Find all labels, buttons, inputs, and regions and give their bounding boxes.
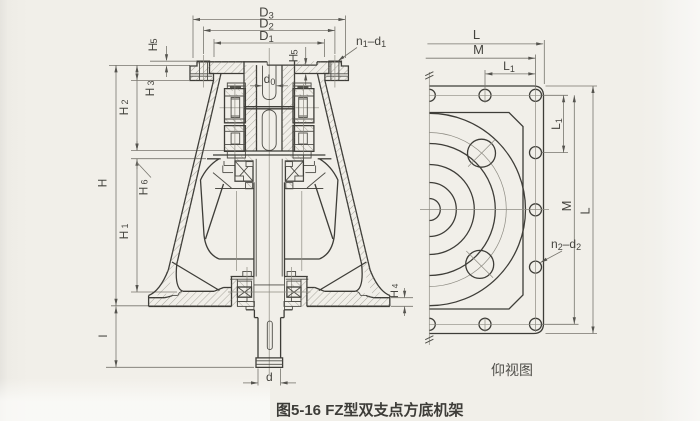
- svg-text:n1–d1: n1–d1: [356, 34, 386, 49]
- svg-text:H: H: [146, 43, 160, 52]
- svg-text:D1: D1: [259, 28, 274, 45]
- svg-text:D3: D3: [259, 5, 274, 22]
- svg-text:l: l: [96, 335, 110, 338]
- svg-text:H: H: [389, 290, 401, 298]
- svg-text:1: 1: [120, 223, 130, 228]
- svg-text:H: H: [143, 88, 157, 97]
- svg-text:H: H: [117, 231, 131, 240]
- svg-text:L: L: [473, 27, 480, 42]
- svg-text:L: L: [578, 207, 593, 214]
- svg-text:H: H: [117, 107, 131, 116]
- svg-text:L1: L1: [549, 118, 564, 130]
- svg-text:D2: D2: [259, 16, 274, 33]
- svg-text:5: 5: [290, 49, 300, 54]
- svg-text:M: M: [473, 42, 484, 57]
- svg-text:n2–d2: n2–d2: [551, 237, 581, 252]
- svg-text:2: 2: [120, 99, 130, 104]
- svg-text:5: 5: [149, 38, 159, 43]
- svg-text:L1: L1: [503, 59, 515, 74]
- svg-text:d: d: [266, 370, 273, 384]
- svg-text:d0: d0: [264, 72, 276, 87]
- svg-text:H: H: [96, 179, 110, 188]
- svg-text:H: H: [287, 54, 301, 63]
- svg-text:6: 6: [140, 179, 150, 184]
- svg-text:M: M: [559, 201, 574, 212]
- svg-text:4: 4: [390, 283, 400, 288]
- svg-text:H: H: [137, 187, 151, 196]
- svg-text:3: 3: [146, 80, 156, 85]
